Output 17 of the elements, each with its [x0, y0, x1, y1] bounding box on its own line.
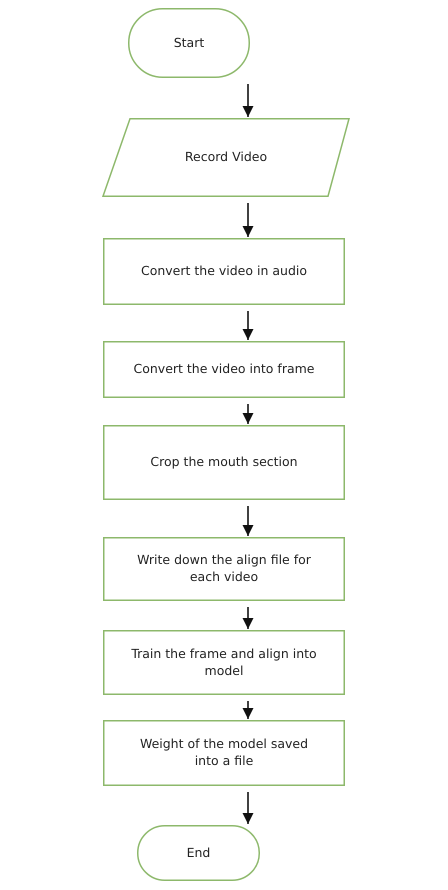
node-label: Crop the mouth section	[150, 454, 298, 471]
node-label: End	[186, 844, 210, 862]
node-label: Weight of the model saved into a file	[139, 736, 309, 770]
arrow	[242, 311, 254, 340]
node-label: Write down the align file for each video	[136, 552, 312, 586]
node-label: Train the frame and align into model	[130, 646, 318, 680]
arrow	[242, 792, 254, 824]
arrow	[242, 701, 254, 719]
arrow	[242, 506, 254, 536]
arrow	[242, 203, 254, 237]
node-label: Convert the video into frame	[134, 361, 314, 378]
node-label: Start	[174, 34, 204, 52]
node-label: Record Video	[184, 149, 268, 166]
node-label: Convert the video in audio	[140, 263, 307, 280]
arrow	[242, 607, 254, 629]
arrow	[242, 84, 254, 117]
arrow	[242, 404, 254, 424]
